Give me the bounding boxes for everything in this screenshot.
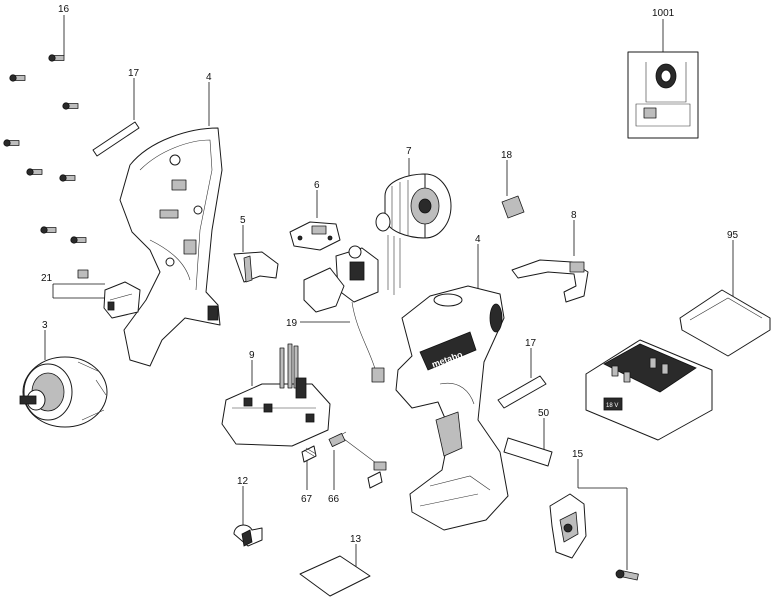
motor-7 [375,173,452,295]
callout-label: 21 [41,273,53,284]
battery-badge-text: 18 V [606,403,618,409]
callout-label: 3 [42,320,48,331]
battery-pack: 18 V [585,339,713,441]
callout-label: 16 [58,4,70,15]
callout-label: 5 [240,215,246,226]
callout-label: 9 [249,350,255,361]
callout-label: 15 [572,449,584,460]
callout-labels: 16 17 4 21 3 7 6 5 18 8 1001 95 4 19 9 1… [41,4,739,545]
callout-label: 1001 [652,8,675,19]
callout-label: 50 [538,408,550,419]
trigger-switch-19 [303,245,385,383]
spring-67 [301,445,317,463]
plate-18 [501,195,525,219]
callout-label: 4 [475,234,481,245]
inset-1001 [627,51,699,139]
leader-lines [44,15,734,570]
callout-label: 19 [286,318,298,329]
belt-clip-15 [549,493,587,559]
clamp-12 [233,524,263,547]
link-66 [328,431,387,489]
drill-body-4: metabo [395,285,509,531]
part-5 [233,251,279,283]
callout-label: 7 [406,146,412,157]
callout-label: 8 [571,210,577,221]
callout-label: 95 [727,230,739,241]
label-plate-17-left [92,121,140,157]
manual-13 [299,555,371,597]
part-21 [77,269,141,319]
callout-label: 6 [314,180,320,191]
screw-bottom-right [615,569,639,581]
label-plate-50 [503,437,553,467]
gear-assembly-3 [19,356,108,428]
electronics-module-9 [221,343,331,447]
clip-8 [511,259,589,303]
label-plate-17-right [497,375,547,409]
callout-label: 17 [128,68,140,79]
callout-label: 17 [525,338,537,349]
callout-label: 18 [501,150,513,161]
housing-half-left-4 [119,127,223,367]
switch-cover-6 [289,221,341,251]
screws-16 [3,54,87,244]
callout-label: 12 [237,476,249,487]
callout-label: 67 [301,494,313,505]
callout-label: 66 [328,494,340,505]
callout-label: 13 [350,534,362,545]
battery-cover-95 [679,289,771,357]
callout-label: 4 [206,72,212,83]
